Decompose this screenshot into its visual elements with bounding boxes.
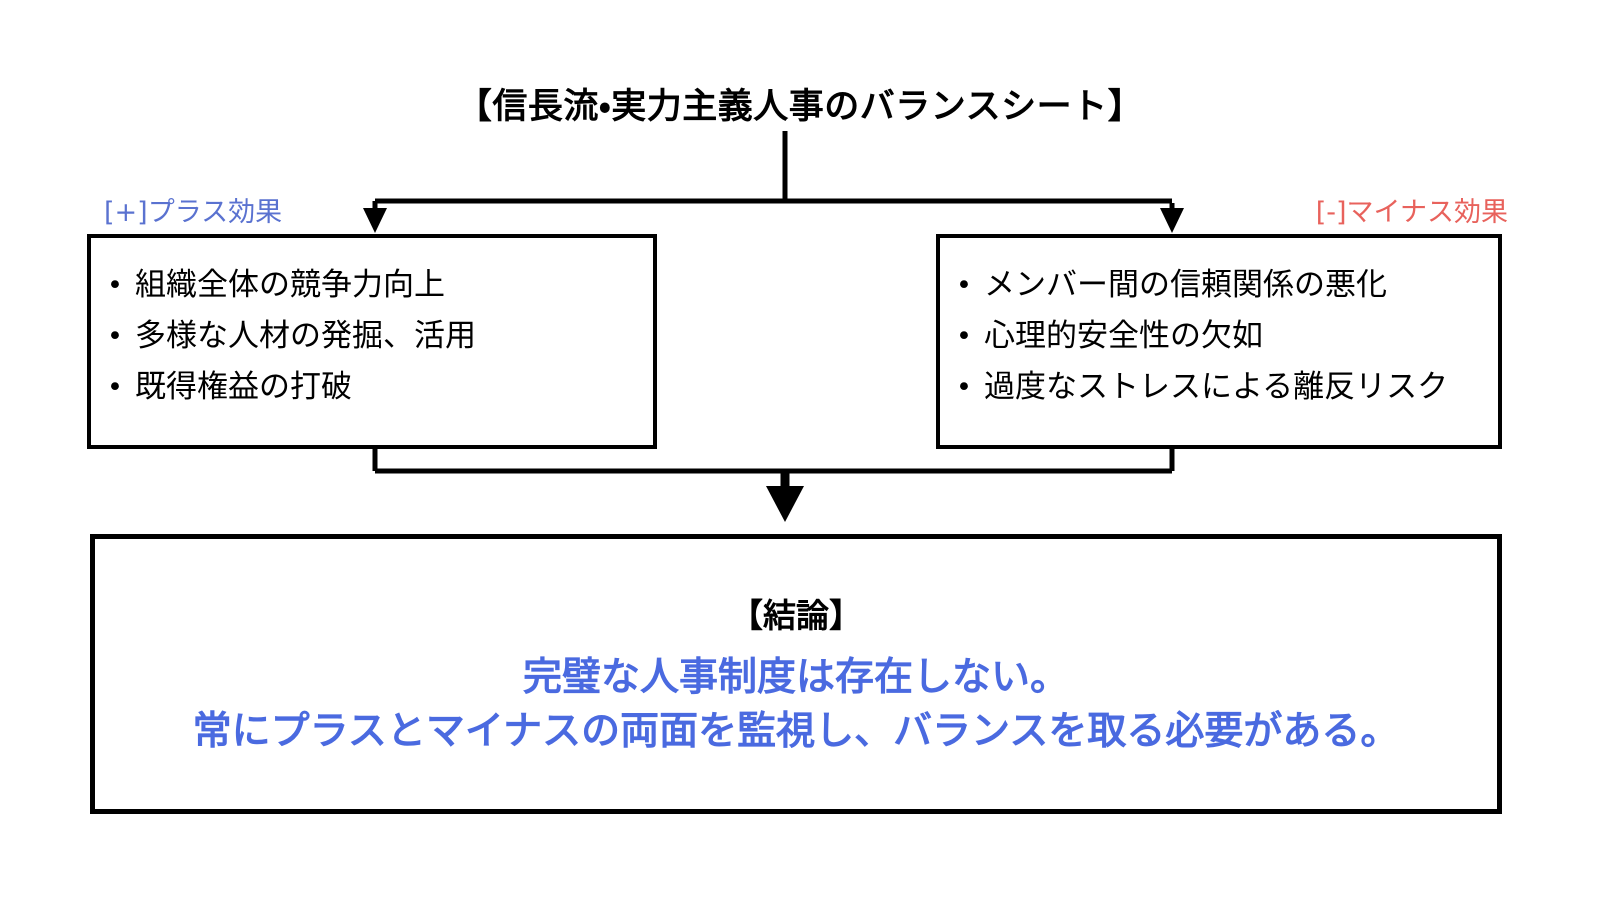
list-item: メンバー間の信頼関係の悪化	[940, 260, 1498, 311]
positive-effects-list: 組織全体の競争力向上 多様な人材の発掘、活用 既得権益の打破	[91, 260, 653, 413]
conclusion-line-1: 完璧な人事制度は存在しない。	[522, 655, 1069, 700]
conclusion-box: 【結論】 完璧な人事制度は存在しない。 常にプラスとマイナスの両面を監視し、バラ…	[90, 534, 1502, 814]
list-item: 既得権益の打破	[91, 362, 653, 413]
negative-effects-list: メンバー間の信頼関係の悪化 心理的安全性の欠如 過度なストレスによる離反リスク	[940, 260, 1498, 413]
list-item: 多様な人材の発掘、活用	[91, 311, 653, 362]
positive-effects-box: 組織全体の競争力向上 多様な人材の発掘、活用 既得権益の打破	[87, 234, 657, 449]
list-item: 過度なストレスによる離反リスク	[940, 362, 1498, 413]
page-title: 【信長流・実力主義人事のバランスシート】	[456, 87, 1144, 127]
conclusion-heading: 【結論】	[730, 596, 862, 635]
label-negative-effects: [-]マイナス効果	[1315, 197, 1508, 228]
negative-effects-box: メンバー間の信頼関係の悪化 心理的安全性の欠如 過度なストレスによる離反リスク	[936, 234, 1502, 449]
list-item: 心理的安全性の欠如	[940, 311, 1498, 362]
label-positive-effects: [+]プラス効果	[104, 197, 283, 228]
conclusion-line-2: 常にプラスとマイナスの両面を監視し、バランスを取る必要がある。	[192, 709, 1400, 754]
list-item: 組織全体の競争力向上	[91, 260, 653, 311]
